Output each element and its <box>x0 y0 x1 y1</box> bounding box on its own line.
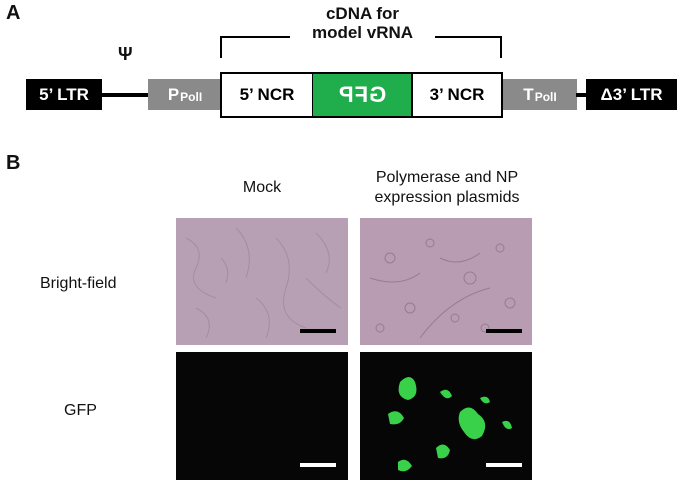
brightfield-polymerase-image <box>360 218 532 345</box>
brightfield-polymerase-texture <box>369 238 516 339</box>
ltr3-label: Δ3’ LTR <box>600 84 663 104</box>
bracket-right <box>500 36 502 58</box>
ncr5-label: 5’ NCR <box>239 85 295 104</box>
panel-b-label: B <box>6 152 21 174</box>
ppol-label: P <box>167 84 180 104</box>
brightfield-mock-image <box>176 218 348 345</box>
scale-bar <box>300 329 336 333</box>
bracket-title: cDNA for model vRNA <box>290 4 435 42</box>
bracket-title-line1: cDNA for <box>325 4 400 23</box>
gfp-mirrored-label: GFP <box>338 82 387 107</box>
psi-symbol: Ψ <box>118 44 133 64</box>
scale-bar <box>300 463 336 467</box>
col-header-polymerase-line2: expression plasmids <box>374 189 520 206</box>
ncr5-box: 5’ NCR <box>220 72 314 118</box>
ncr3-box: 3’ NCR <box>411 72 503 118</box>
ltr5-label: 5’ LTR <box>39 84 89 104</box>
ltr3-box: Δ3’ LTR <box>586 79 677 110</box>
row-label-gfp: GFP <box>64 402 97 419</box>
panel-a-label: A <box>6 2 21 24</box>
gfp-box: GFP <box>313 72 412 118</box>
gfp-mock-image <box>176 352 348 480</box>
tpol-sub: PolI <box>534 89 557 104</box>
col-header-mock: Mock <box>242 179 282 196</box>
bracket-left <box>220 36 222 58</box>
connector-line-left <box>100 93 150 97</box>
ppol-sub: PolI <box>180 89 203 104</box>
bracket-title-line2: model vRNA <box>311 23 414 42</box>
col-header-polymerase-line1: Polymerase and NP <box>375 169 519 186</box>
ncr3-label: 3’ NCR <box>429 85 485 104</box>
ltr5-box: 5’ LTR <box>26 79 102 110</box>
brightfield-mock-texture <box>185 227 342 339</box>
connector-line-right <box>576 93 588 97</box>
scale-bar <box>486 329 522 333</box>
tpol-label: T <box>523 84 534 104</box>
col-header-polymerase: Polymerase and NP expression plasmids <box>354 168 540 208</box>
gfp-fluorescent-cells <box>388 377 512 472</box>
row-label-brightfield: Bright-field <box>40 275 117 292</box>
scale-bar <box>486 463 522 467</box>
gfp-polymerase-image <box>360 352 532 480</box>
